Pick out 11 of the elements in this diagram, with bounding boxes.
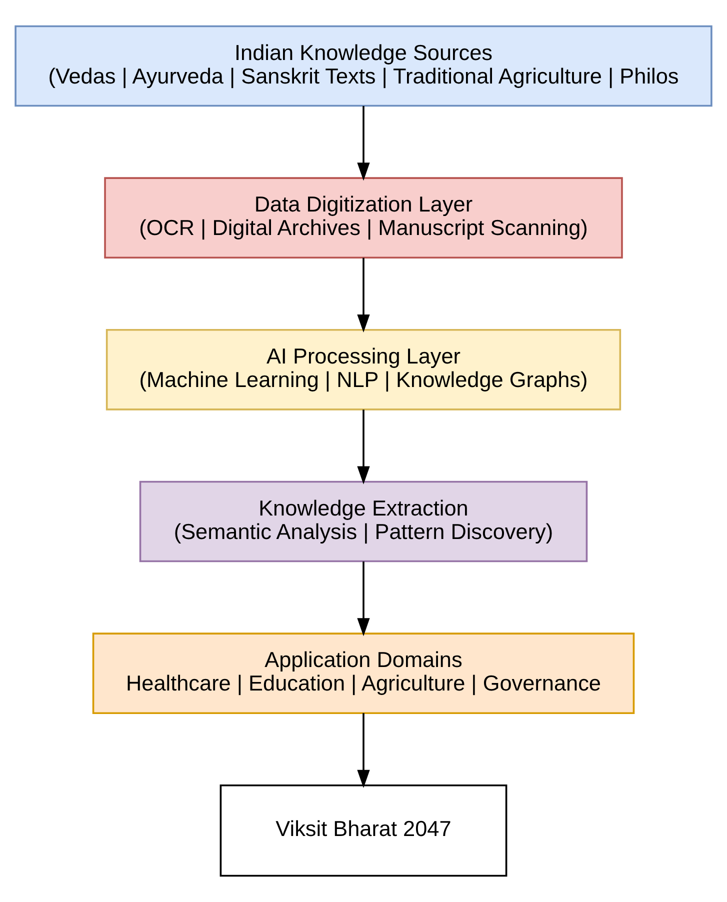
node-box: Indian Knowledge Sources (Vedas | Ayurveda | Sanskrit Texts | Traditional Agriculture | Philos — [14, 25, 712, 107]
node-box: Knowledge Extraction (Semantic Analysis | Pattern Discovery) — [139, 480, 588, 562]
node-box: Data Digitization Layer (OCR | Digital Archives | Manuscript Scanning) — [104, 177, 623, 258]
node-box: AI Processing Layer (Machine Learning | NLP | Knowledge Graphs) — [106, 329, 622, 410]
arrow — [357, 258, 370, 333]
arrow — [357, 713, 370, 788]
arrow — [357, 106, 370, 181]
arrow — [357, 410, 370, 484]
node-box: Application Domains Healthcare | Education | Agriculture | Governance — [92, 632, 635, 714]
node-box: Viksit Bharat 2047 — [220, 784, 508, 877]
arrow — [357, 561, 370, 636]
